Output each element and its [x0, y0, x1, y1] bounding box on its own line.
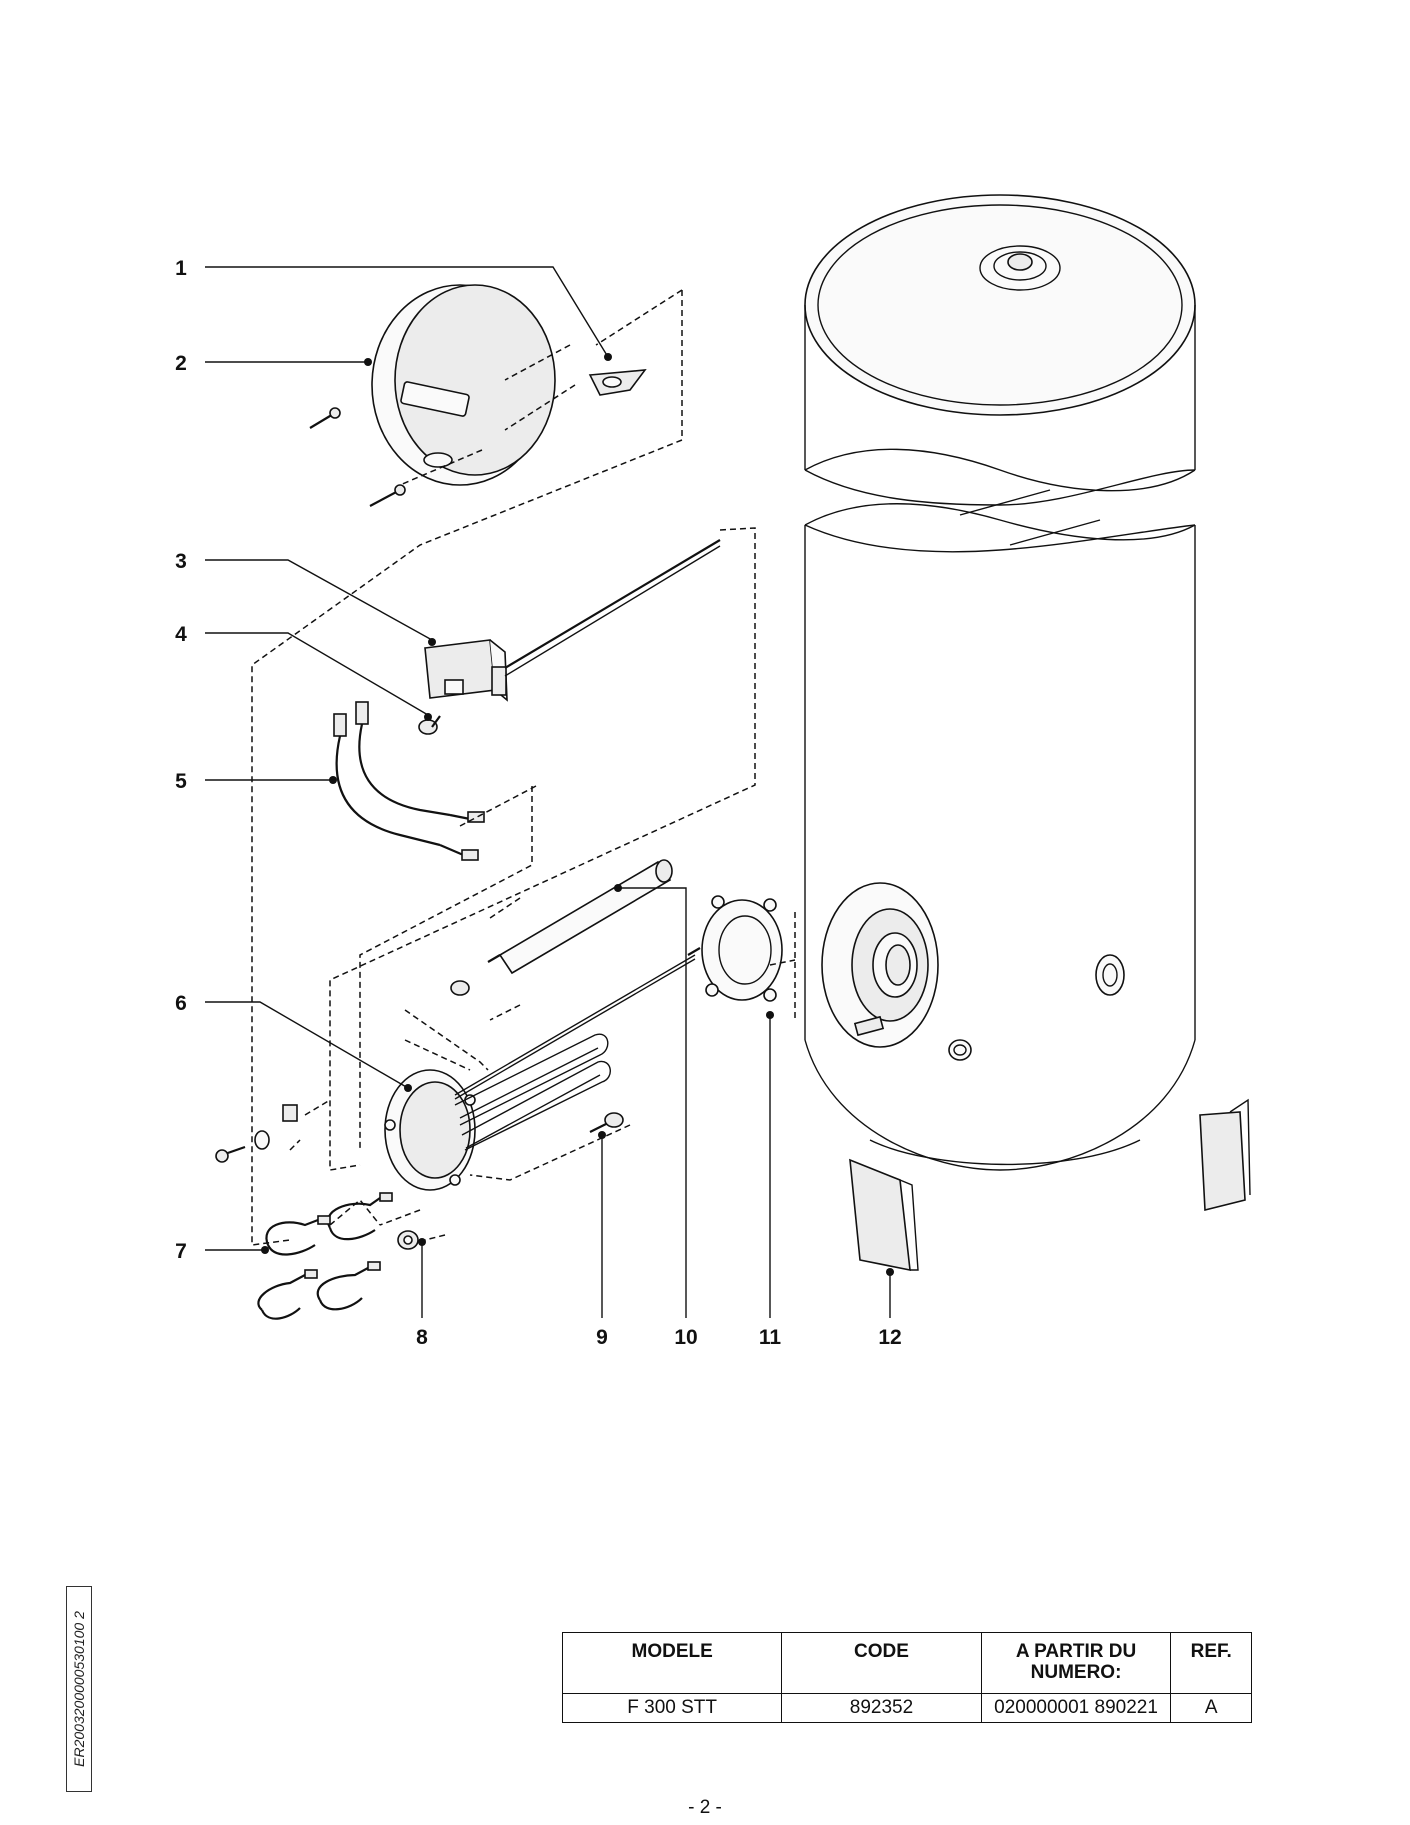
jumper-wires-part [257, 1192, 393, 1320]
thermostat-part [424, 539, 721, 702]
header-ref: REF. [1170, 1632, 1252, 1694]
cell-code: 892352 [781, 1693, 982, 1723]
cover-part [309, 284, 556, 507]
gasket-part [701, 895, 783, 1002]
nut-part [397, 1230, 419, 1250]
water-heater-tank [804, 194, 1251, 1271]
exploded-parts-diagram: 1 2 3 4 5 6 7 8 9 10 11 12 [175, 194, 1251, 1349]
document-reference: ER2003200000530100 2 [71, 1611, 87, 1767]
callout-2: 2 [175, 352, 187, 375]
callout-11: 11 [759, 1326, 782, 1349]
leader-dots [261, 353, 894, 1276]
callout-6: 6 [175, 992, 187, 1015]
callout-1: 1 [175, 257, 187, 280]
model-table: MODELE CODE A PARTIR DU NUMERO: REF. F 3… [561, 1632, 1252, 1723]
table-row: F 300 STT 892352 020000001 890221 A [561, 1693, 1252, 1723]
callout-4: 4 [175, 623, 187, 646]
anode-part [450, 859, 673, 996]
fastener-parts [215, 1104, 298, 1163]
bracket-part [588, 369, 647, 396]
assembly-dashed-lines [251, 289, 796, 1246]
cell-ref: A [1170, 1693, 1252, 1723]
callout-7: 7 [175, 1240, 187, 1263]
cell-numero: 020000001 890221 [980, 1693, 1172, 1723]
callout-9: 9 [596, 1326, 608, 1349]
callout-3: 3 [175, 550, 187, 573]
callout-numbers: 1 2 3 4 5 6 7 8 9 10 11 12 [175, 257, 902, 1349]
bolt-part [589, 1112, 624, 1133]
cell-modele: F 300 STT [561, 1693, 783, 1723]
header-a-partir-du-numero: A PARTIR DU NUMERO: [980, 1632, 1172, 1694]
wiring-part [333, 701, 485, 861]
leader-lines [205, 266, 891, 1318]
table-header-row: MODELE CODE A PARTIR DU NUMERO: REF. [561, 1632, 1252, 1694]
callout-12: 12 [878, 1326, 901, 1349]
callout-10: 10 [674, 1326, 697, 1349]
header-code: CODE [781, 1632, 982, 1694]
heating-element-part [384, 947, 701, 1191]
callout-8: 8 [416, 1326, 428, 1349]
page-number: - 2 - [688, 1797, 722, 1818]
header-modele: MODELE [561, 1632, 783, 1694]
document-reference-box: ER2003200000530100 2 [66, 1586, 92, 1792]
callout-5: 5 [175, 770, 187, 793]
